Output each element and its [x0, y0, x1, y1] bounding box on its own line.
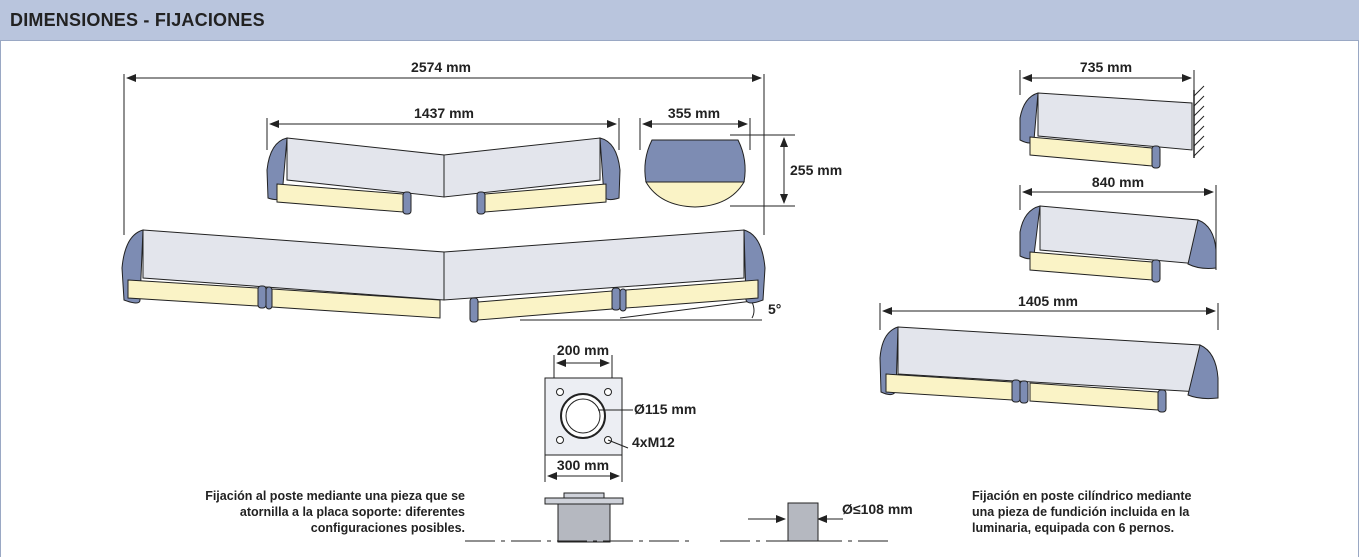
double-unit-label: 1405 mm — [1018, 293, 1078, 309]
double-unit — [879, 326, 1219, 413]
plate-width-label: 300 mm — [557, 457, 609, 473]
note-right-line-1: Fijación en poste cilíndrico mediante — [972, 489, 1192, 503]
single-unit-label: 840 mm — [1092, 174, 1144, 190]
pole-side — [720, 502, 890, 542]
medium-luminaire — [266, 137, 621, 215]
note-right-line-3: luminaria, equipada con 6 pernos. — [972, 521, 1175, 535]
pole-hole-label: Ø115 mm — [634, 401, 696, 417]
double-width-label: 1437 mm — [414, 105, 474, 121]
cross-section — [644, 139, 746, 208]
single-unit — [1019, 205, 1217, 283]
mounting-note-left: Fijación al poste mediante una pieza que… — [100, 488, 465, 536]
wall-unit-label: 735 mm — [1080, 59, 1132, 75]
mounting-plate — [544, 377, 633, 456]
bolts-label: 4xM12 — [632, 434, 675, 450]
bolt-spacing-label: 200 mm — [557, 342, 609, 358]
note-left-line-3: configuraciones posibles. — [310, 521, 465, 535]
note-left-line-2: atornilla a la placa soporte: diferentes — [239, 505, 465, 519]
section-header: DIMENSIONES - FIJACIONES — [0, 0, 1359, 41]
tilt-angle-label: 5° — [768, 301, 781, 317]
note-right-line-2: una pieza de fundición incluida en la — [972, 505, 1190, 519]
mounting-note-right: Fijación en poste cilíndrico mediante un… — [972, 488, 1272, 536]
section-height-label: 255 mm — [790, 162, 842, 178]
wall-unit — [1019, 85, 1205, 169]
large-luminaire — [121, 229, 766, 323]
note-left-line-1: Fijación al poste mediante una pieza que… — [205, 489, 465, 503]
section-width-label: 355 mm — [668, 105, 720, 121]
overall-width-label: 2574 mm — [411, 59, 471, 75]
mounting-side — [465, 492, 690, 543]
pole-diameter-label: Ø≤108 mm — [842, 501, 913, 517]
section-title: DIMENSIONES - FIJACIONES — [10, 10, 265, 30]
